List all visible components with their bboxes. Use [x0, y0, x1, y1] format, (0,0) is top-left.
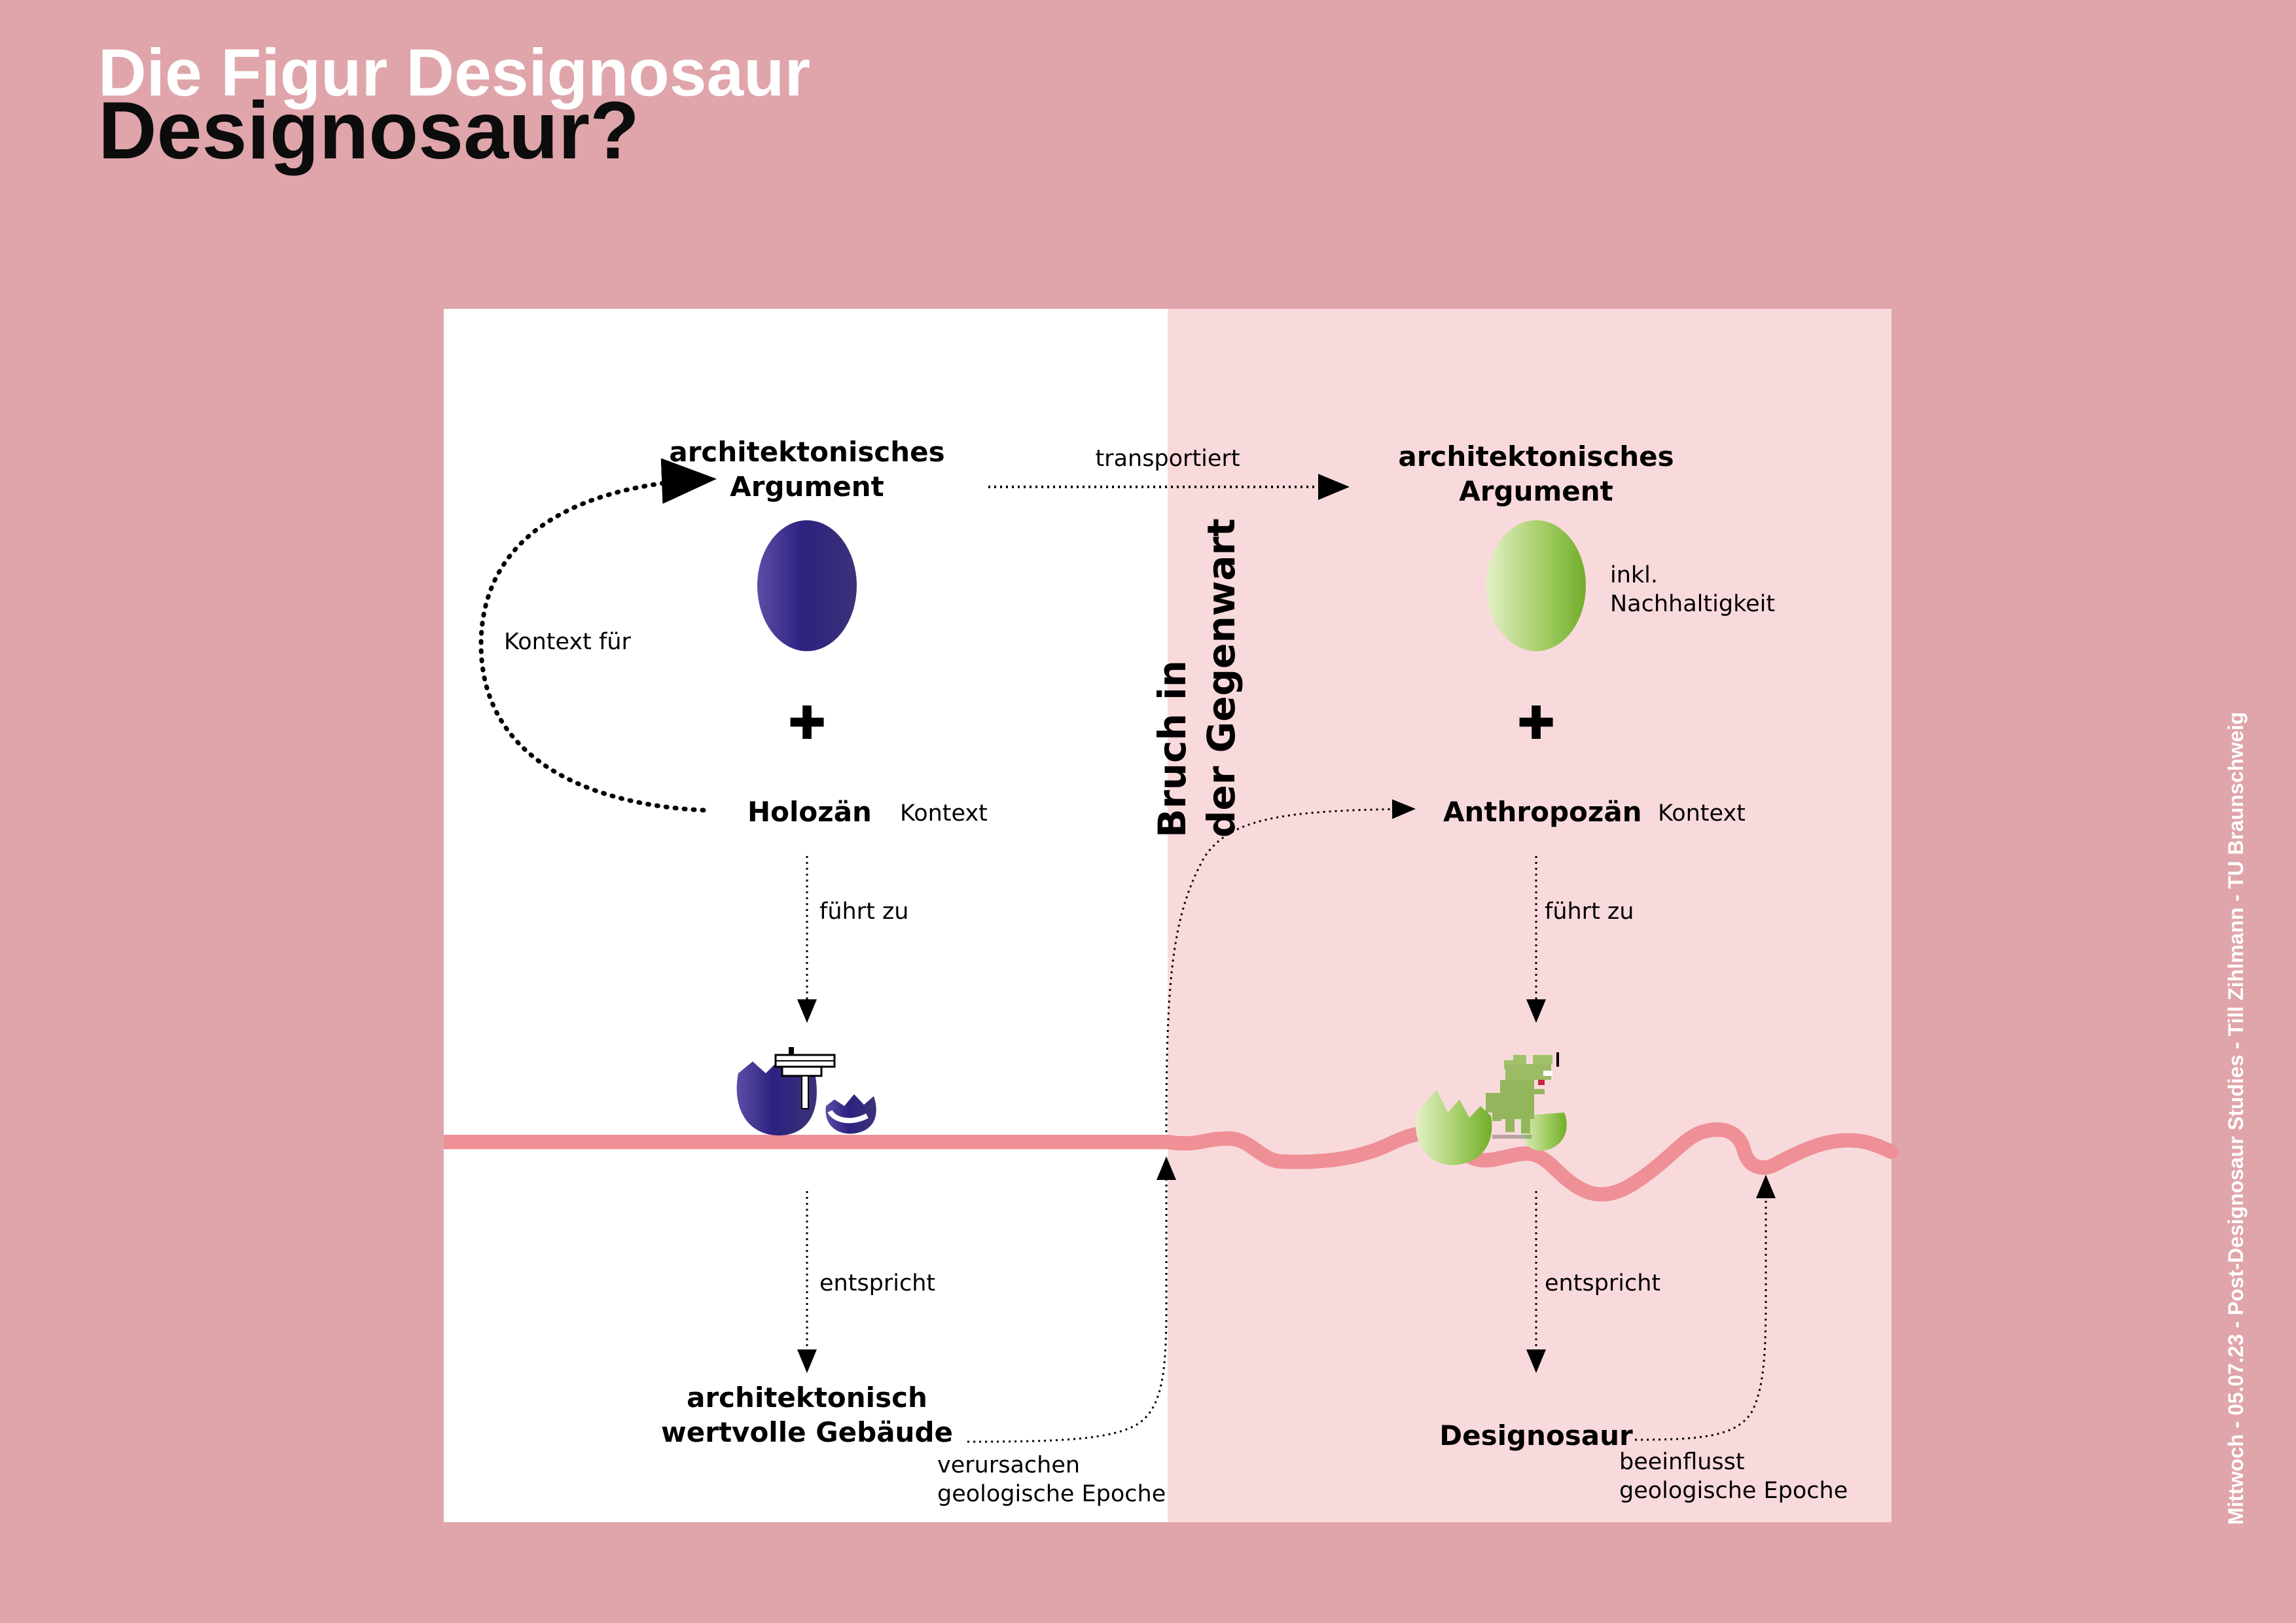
page-title: Designosaur? [98, 86, 639, 176]
plus-icon-left: ✚ [787, 696, 827, 750]
hatched-building-egg-icon [736, 1047, 876, 1135]
purple-egg-icon [757, 520, 857, 651]
left-result-line2: wertvolle Gebäude [660, 1416, 954, 1448]
page-subtitle: Die Figur Designosaur [98, 35, 811, 110]
anthropocene-context-tag: Kontext [1658, 800, 1746, 827]
influences-line2: geologische Epoche [1619, 1477, 1848, 1504]
holocene-context-tag: Kontext [900, 800, 988, 827]
left-result-label: architektonisch wertvolle Gebäude [661, 1381, 953, 1450]
left-argument-line1: architektonisches [669, 436, 945, 468]
equals-label-left: entspricht [819, 1270, 936, 1296]
hatched-dino-egg-icon [1416, 1052, 1567, 1166]
causes-line1: verursachen [937, 1452, 1081, 1478]
break-in-present-label: Bruch in der Gegenwart [1148, 518, 1247, 838]
break-line2: der Gegenwart [1199, 518, 1244, 838]
causes-epoch-arrow [967, 1156, 1176, 1443]
green-egg-icon [1486, 520, 1586, 651]
transport-label: transportiert [1095, 446, 1240, 472]
break-to-anthropocene-arrow [1165, 799, 1416, 1133]
influences-epoch-arrow [1634, 1175, 1776, 1441]
causes-epoch-label: verursachen geologische Epoche [937, 1452, 1166, 1509]
anthropocene-label: Anthropozän [1443, 796, 1642, 828]
designosaur-label: Designosaur [1439, 1419, 1633, 1452]
leads-to-label-right: führt zu [1545, 899, 1634, 925]
right-argument-line1: architektonisches [1398, 440, 1674, 473]
right-argument-line2: Argument [1459, 474, 1613, 507]
causes-line2: geologische Epoche [937, 1480, 1166, 1507]
sustainability-note: inkl. Nachhaltigkeit [1610, 562, 1775, 619]
influences-epoch-label: beeinflusst geologische Epoche [1619, 1448, 1848, 1506]
leads-to-label-left: führt zu [819, 899, 909, 925]
equals-label-right: entspricht [1545, 1270, 1661, 1296]
influences-line1: beeinflusst [1619, 1449, 1745, 1475]
timeline-wavy [1160, 1122, 1899, 1202]
break-line1: Bruch in [1150, 660, 1194, 838]
left-result-line1: architektonisch [687, 1382, 927, 1414]
holocene-label: Holozän [747, 796, 872, 828]
right-argument-label: architektonisches Argument [1398, 440, 1674, 508]
note-line1: inkl. [1610, 562, 1659, 588]
context-loop-arrow [478, 458, 717, 813]
plus-icon-right: ✚ [1516, 696, 1556, 750]
left-argument-label: architektonisches Argument [669, 435, 944, 504]
context-for-label: Kontext für [504, 629, 631, 655]
note-line2: Nachhaltigkeit [1610, 590, 1776, 617]
left-argument-line2: Argument [730, 470, 884, 503]
anthropocene-panel [1168, 309, 1892, 1522]
